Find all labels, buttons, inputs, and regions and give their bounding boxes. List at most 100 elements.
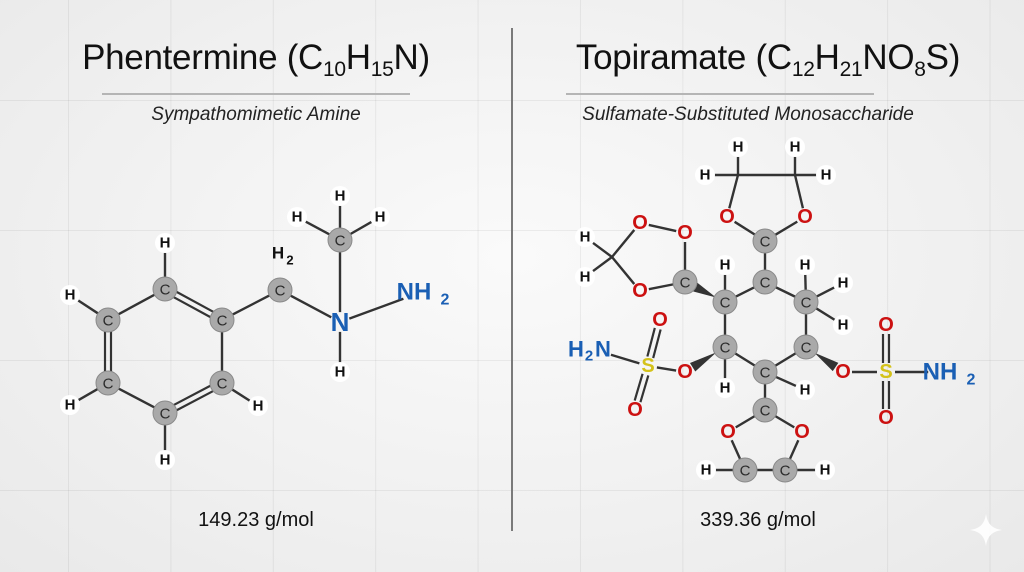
svg-text:C: C bbox=[103, 313, 114, 330]
atom-c: C bbox=[267, 277, 293, 303]
svg-text:C: C bbox=[680, 275, 691, 292]
svg-text:H: H bbox=[335, 364, 346, 381]
svg-text:C: C bbox=[103, 376, 114, 393]
svg-text:H: H bbox=[733, 139, 744, 156]
atom-o: O bbox=[720, 421, 736, 443]
svg-text:O: O bbox=[878, 314, 894, 336]
svg-text:2: 2 bbox=[286, 253, 293, 268]
compound-class: Sulfamate-Substituted Monosaccharide bbox=[582, 104, 914, 125]
svg-text:H: H bbox=[800, 382, 811, 399]
svg-text:H: H bbox=[838, 317, 849, 334]
svg-text:H: H bbox=[700, 167, 711, 184]
atom-c: C bbox=[152, 276, 178, 302]
double-bond bbox=[646, 327, 656, 357]
atom-c: C bbox=[95, 307, 121, 333]
svg-text:H: H bbox=[790, 139, 801, 156]
svg-text:C: C bbox=[217, 376, 228, 393]
atom-o: O bbox=[794, 421, 810, 443]
double-bond bbox=[175, 290, 215, 314]
atom-h: H bbox=[60, 395, 80, 415]
double-bond bbox=[633, 373, 644, 401]
compound-name: Topiramate bbox=[575, 38, 747, 77]
svg-text:O: O bbox=[652, 309, 668, 331]
compound-class: Sympathomimetic Amine bbox=[151, 104, 361, 125]
single-bond bbox=[728, 174, 740, 209]
atom-h: H bbox=[330, 186, 350, 206]
svg-text:H: H bbox=[580, 229, 591, 246]
wedge-bond bbox=[692, 282, 717, 298]
svg-text:H: H bbox=[820, 462, 831, 479]
single-bond bbox=[656, 366, 677, 372]
svg-text:C: C bbox=[760, 234, 771, 251]
single-bond bbox=[288, 294, 332, 319]
atom-h: H bbox=[575, 227, 595, 247]
single-bond bbox=[610, 353, 640, 365]
atom-h: H bbox=[816, 165, 836, 185]
svg-text:N: N bbox=[595, 337, 611, 362]
svg-text:H: H bbox=[375, 209, 386, 226]
svg-text:H: H bbox=[568, 337, 584, 362]
svg-text:C: C bbox=[801, 340, 812, 357]
atom-c: C bbox=[152, 400, 178, 426]
atom-h: H bbox=[287, 207, 307, 227]
atom-h: H bbox=[60, 285, 80, 305]
single-bond bbox=[773, 351, 798, 368]
molar-mass: 149.23 g/mol bbox=[198, 509, 314, 531]
svg-text:C: C bbox=[720, 340, 731, 357]
atom-h: H bbox=[248, 396, 268, 416]
atom-h: H bbox=[695, 165, 715, 185]
title-underline bbox=[566, 93, 874, 95]
svg-text:H: H bbox=[272, 244, 284, 263]
atom-n: N bbox=[331, 307, 350, 337]
svg-text:NH: NH bbox=[397, 279, 432, 306]
double-bond bbox=[639, 375, 650, 403]
svg-text:C: C bbox=[160, 282, 171, 299]
atom-h: H bbox=[696, 460, 716, 480]
svg-text:H: H bbox=[160, 452, 171, 469]
phentermine-title: Phentermine (C10H15N) bbox=[0, 38, 512, 80]
svg-text:O: O bbox=[632, 280, 648, 302]
atom-o: O bbox=[797, 206, 813, 228]
svg-text:N: N bbox=[331, 307, 350, 337]
svg-text:H: H bbox=[292, 209, 303, 226]
atom-h: H bbox=[833, 273, 853, 293]
atom-h: H bbox=[795, 255, 815, 275]
double-bond bbox=[172, 295, 212, 319]
single-bond bbox=[648, 282, 675, 291]
wedge-bond bbox=[814, 352, 839, 372]
svg-text:H: H bbox=[580, 269, 591, 286]
atom-c: C bbox=[752, 397, 778, 423]
atom-h: H bbox=[795, 380, 815, 400]
sparkle-icon bbox=[970, 514, 1002, 546]
atom-c: C bbox=[672, 269, 698, 295]
panel-divider bbox=[511, 28, 513, 531]
atom-c: C bbox=[752, 269, 778, 295]
svg-text:O: O bbox=[878, 407, 894, 429]
atom-h: H bbox=[370, 207, 390, 227]
atom-c: C bbox=[712, 334, 738, 360]
svg-text:2: 2 bbox=[441, 292, 450, 309]
single-bond bbox=[793, 174, 805, 209]
single-bond bbox=[611, 229, 636, 258]
wedge-bond bbox=[689, 352, 717, 372]
svg-text:NH: NH bbox=[923, 359, 958, 386]
svg-text:C: C bbox=[760, 365, 771, 382]
atom-o: O bbox=[677, 222, 693, 244]
double-bond bbox=[652, 329, 662, 359]
atom-h: H bbox=[815, 460, 835, 480]
atom-o: O bbox=[627, 399, 643, 421]
svg-text:H: H bbox=[253, 398, 264, 415]
atom-c: C bbox=[95, 370, 121, 396]
atom-o: O bbox=[652, 309, 668, 331]
single-bond bbox=[76, 387, 100, 402]
svg-text:C: C bbox=[275, 283, 286, 300]
bonds bbox=[76, 204, 404, 452]
svg-text:O: O bbox=[632, 212, 648, 234]
svg-text:H: H bbox=[65, 287, 76, 304]
svg-text:H: H bbox=[821, 167, 832, 184]
svg-text:C: C bbox=[160, 406, 171, 423]
atom-h: H bbox=[575, 267, 595, 287]
